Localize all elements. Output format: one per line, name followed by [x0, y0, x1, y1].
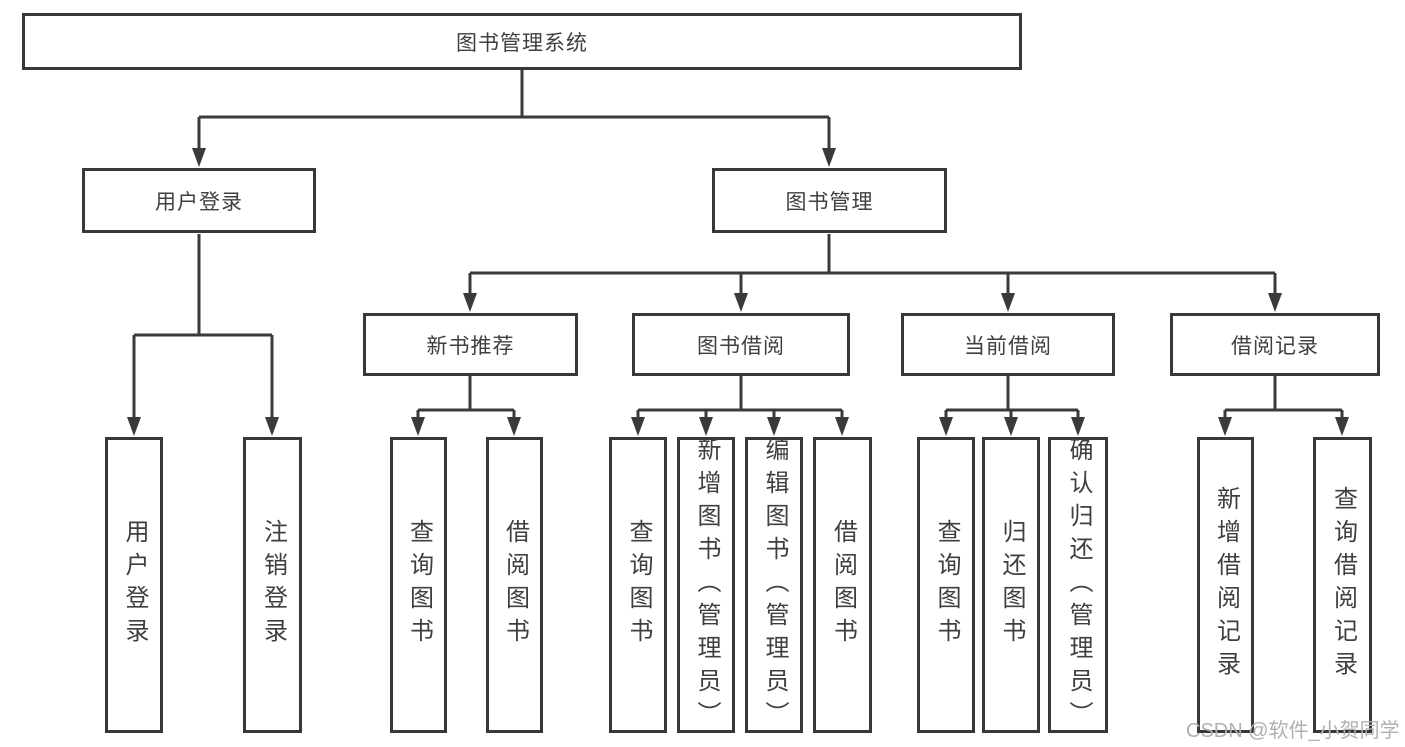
leaf-user-login: 用户登录: [105, 437, 163, 733]
node-book-management-system: 图书管理系统: [22, 13, 1022, 70]
leaf-query-books-current: 查询图书: [917, 437, 975, 733]
leaf-return-books: 归还图书: [982, 437, 1040, 733]
node-current-borrow: 当前借阅: [901, 313, 1115, 376]
node-new-book-recommend: 新书推荐: [363, 313, 578, 376]
leaf-edit-books-admin: 编辑图书（管理员）: [745, 437, 803, 734]
node-book-borrow: 图书借阅: [632, 313, 850, 376]
leaf-borrow-books-borrow: 借阅图书: [813, 437, 872, 733]
node-user-login: 用户登录: [82, 168, 316, 233]
leaf-add-books-admin: 新增图书（管理员）: [677, 437, 735, 734]
csdn-watermark: CSDN @软件_小贺同学: [1186, 720, 1400, 742]
leaf-query-books-recommend: 查询图书: [390, 437, 447, 733]
leaf-query-books-borrow: 查询图书: [609, 437, 667, 733]
leaf-confirm-return-admin: 确认归还（管理员）: [1048, 437, 1108, 734]
leaf-add-borrow-record: 新增借阅记录: [1197, 437, 1254, 733]
leaf-query-borrow-record: 查询借阅记录: [1313, 437, 1372, 733]
node-borrow-records: 借阅记录: [1170, 313, 1380, 376]
leaf-borrow-books-recommend: 借阅图书: [486, 437, 543, 733]
node-book-management: 图书管理: [712, 168, 947, 233]
leaf-logout-login: 注销登录: [243, 437, 302, 733]
